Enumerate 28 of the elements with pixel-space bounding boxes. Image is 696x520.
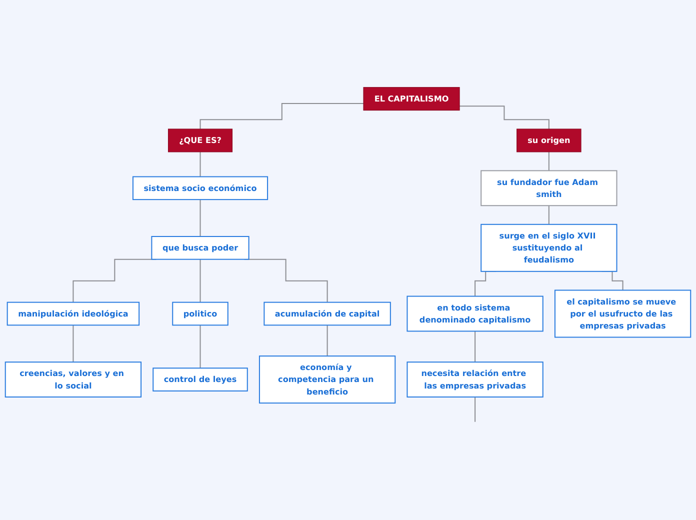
connector — [200, 151, 201, 178]
connector — [474, 330, 476, 363]
connector — [200, 103, 364, 130]
node-box: necesita relación entre las empresas privadas — [406, 362, 544, 398]
node-box: en todo sistema denominado capitalismo — [406, 296, 544, 332]
node-box: manipulación ideológica — [6, 302, 140, 326]
node-box: su origen — [516, 128, 582, 152]
connector — [200, 258, 201, 303]
connector — [326, 324, 328, 357]
node-box: el capitalismo se mueve por el usufructo de las empresas privadas — [554, 290, 692, 338]
connector — [474, 396, 476, 422]
node-box: que busca poder — [151, 236, 250, 260]
connector — [548, 205, 550, 225]
node-box: EL CAPITALISMO — [363, 87, 460, 111]
node-box: control de leyes — [152, 368, 248, 392]
connector — [72, 324, 74, 363]
connector — [459, 106, 550, 130]
connector — [200, 324, 201, 369]
node-box: sistema socio económico — [132, 176, 268, 200]
node-box: acumulación de capital — [264, 302, 391, 326]
node-box: creencias, valores y en lo social — [4, 362, 142, 398]
node-box: surge en el siglo XVII sustituyendo al feudalismo — [480, 224, 618, 272]
node-box: politico — [172, 302, 228, 326]
connector — [200, 199, 201, 237]
node-box: economía y competencia para un beneficio — [258, 356, 396, 404]
node-box: su fundador fue Adam smith — [480, 170, 618, 206]
connector — [548, 151, 550, 172]
node-box: ¿QUE ES? — [168, 128, 233, 152]
